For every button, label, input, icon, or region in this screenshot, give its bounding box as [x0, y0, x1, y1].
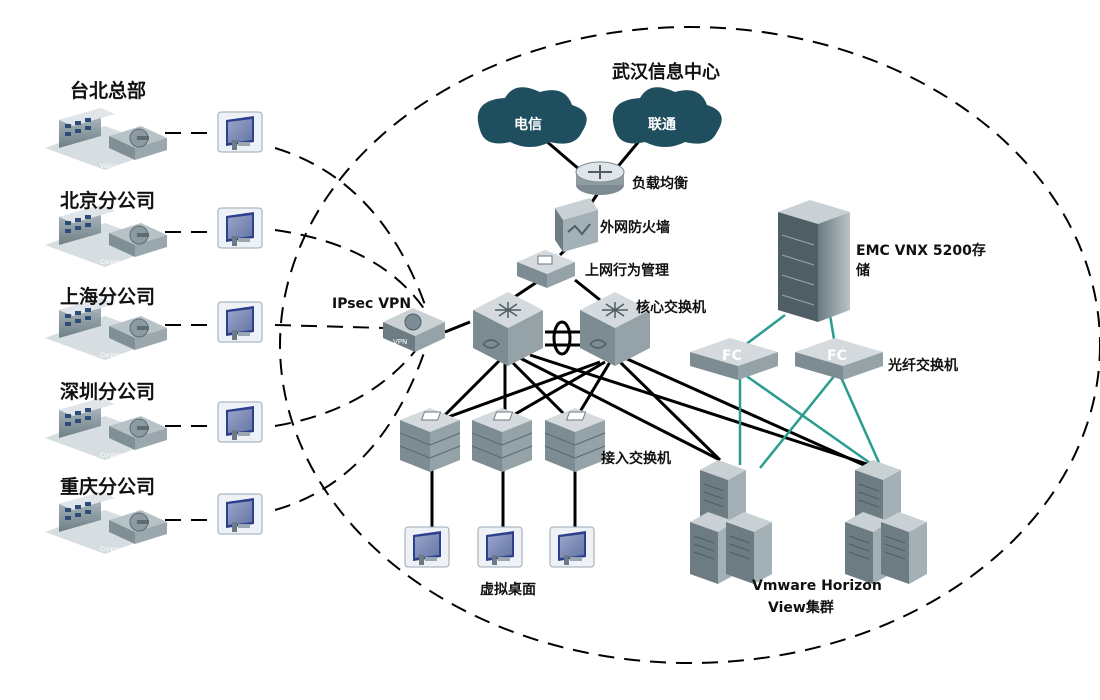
- branch-tag-chongqing: Corporation: [100, 546, 136, 553]
- behavior-management-icon: [517, 250, 575, 288]
- load-balancer-label: 负载均衡: [632, 176, 688, 192]
- fc-switch-2-icon: FC: [795, 338, 883, 380]
- cluster-label-line1: Vmware Horizon: [752, 578, 882, 594]
- access-switch-3-icon: [544, 407, 606, 473]
- telecom-cloud: [477, 87, 587, 147]
- branch-building-beijing-icon: [44, 204, 168, 268]
- core-switch-1-icon: [473, 292, 543, 366]
- cluster-server-6-icon: [880, 511, 928, 585]
- branch-pc-shanghai-icon: [217, 301, 263, 343]
- branch-tag-taipei: Vision Center: [100, 163, 141, 170]
- ipsec-vpn-label: IPsec VPN: [332, 296, 412, 312]
- branch-pc-shenzhen-icon: [217, 401, 263, 443]
- vpn-tunnel-lines: [274, 147, 426, 511]
- access-switch-2-icon: [471, 407, 533, 473]
- virtual-desktop-pc-2-icon: [477, 526, 523, 568]
- fc-badge-2-text: FC: [827, 348, 847, 364]
- vpn-gateway-icon: VPN: [383, 308, 445, 352]
- virtual-desktop-pc-1-icon: [404, 526, 450, 568]
- cluster-label-line2: View集群: [768, 600, 834, 616]
- storage-rack-icon: [778, 200, 850, 322]
- fc-links: [738, 314, 882, 472]
- branch-label-shanghai: 上海分公司: [60, 286, 156, 308]
- link-aggregation-marker: [552, 320, 572, 356]
- branch-building-chongqing-icon: [44, 491, 168, 555]
- core-switch-label: 核心交换机: [636, 300, 706, 316]
- storage-label-line1: EMC VNX 5200存: [856, 243, 986, 259]
- core-links: [430, 138, 876, 530]
- fc-badge-1-text: FC: [722, 348, 742, 364]
- firewall-label: 外网防火墙: [600, 220, 670, 236]
- virtual-desktop-pc-3-icon: [549, 526, 595, 568]
- branch-local-links: [165, 132, 215, 521]
- branch-tag-shenzhen: Corporation: [100, 452, 136, 459]
- datacenter-title: 武汉信息中心: [612, 62, 720, 83]
- branch-tag-shanghai: Corporation: [100, 352, 136, 359]
- behavior-mgmt-label: 上网行为管理: [585, 263, 669, 279]
- branch-pc-chongqing-icon: [217, 493, 263, 535]
- branch-pc-taipei-icon: [217, 111, 263, 153]
- branch-label-beijing: 北京分公司: [60, 190, 156, 212]
- branch-label-chongqing: 重庆分公司: [60, 476, 156, 498]
- vpn-badge-text: VPN: [393, 338, 407, 346]
- branch-building-shenzhen-icon: [44, 397, 168, 461]
- branch-building-taipei-icon: [44, 107, 168, 171]
- virtual-desktop-label: 虚拟桌面: [480, 582, 536, 598]
- access-switch-label: 接入交换机: [601, 451, 671, 467]
- firewall-icon: [555, 198, 598, 252]
- branch-tag-beijing: Corporation: [100, 259, 136, 266]
- load-balancer-icon: [575, 161, 625, 195]
- access-switch-1-icon: [399, 407, 461, 473]
- storage-label-line2: 储: [856, 263, 870, 279]
- data-center-boundary: [279, 26, 1100, 664]
- cluster-server-3-icon: [725, 511, 773, 585]
- branch-label-taipei: 台北总部: [70, 80, 147, 102]
- unicom-cloud: [612, 87, 722, 147]
- unicom-label: 联通: [648, 117, 676, 133]
- fc-switch-label: 光纤交换机: [888, 358, 958, 374]
- branch-pc-beijing-icon: [217, 207, 263, 249]
- core-switch-2-icon: [580, 292, 650, 366]
- telecom-label: 电信: [514, 117, 542, 133]
- branch-label-shenzhen: 深圳分公司: [60, 381, 156, 403]
- fc-switch-1-icon: FC: [690, 338, 778, 380]
